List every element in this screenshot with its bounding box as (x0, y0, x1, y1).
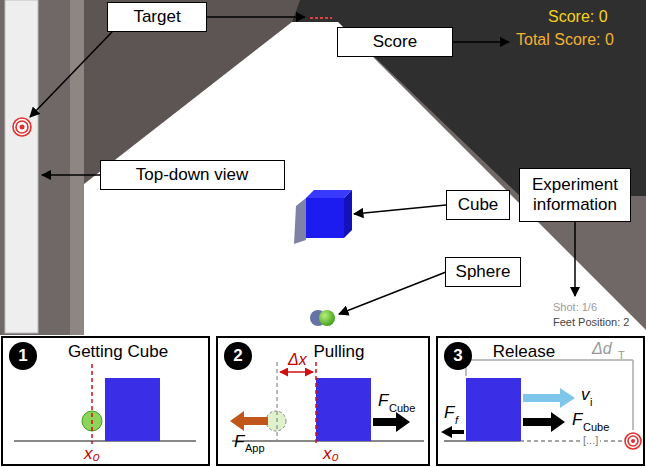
callout-box: Sphere (445, 257, 521, 287)
position-symbol: x₀ (323, 445, 339, 464)
panel3-figure (628, 436, 638, 446)
panel-background (0, 335, 646, 467)
panel3-figure (441, 360, 641, 449)
top-down-map (5, 0, 38, 333)
panel2-figure (373, 412, 410, 432)
panel3-figure (625, 433, 641, 449)
top-down-map (20, 125, 25, 130)
step-panel: Release3 (436, 336, 645, 466)
panel-background (0, 335, 646, 467)
total-score-text: Total Score: 0 (516, 31, 614, 49)
callout-box: Target (107, 2, 207, 32)
displacement-symbol: Δx (288, 351, 307, 369)
panel3-figure (523, 412, 565, 432)
callout-box: Experiment information (519, 168, 631, 222)
ellipsis-label: [...] (581, 434, 600, 446)
score-text: Score: 0 (548, 8, 608, 26)
step-number-text: 1 (9, 342, 37, 370)
number-disc (9, 342, 37, 370)
velocity-subscript: i (590, 396, 592, 408)
position-symbol: x₀ (84, 445, 100, 464)
callout-text: Top-down view (136, 165, 248, 185)
panel3-figure (441, 426, 464, 438)
panel2-figure (230, 411, 268, 431)
panel2-figure (316, 378, 371, 441)
callout-text: Score (373, 32, 417, 52)
leader-arrow (574, 222, 576, 296)
force-symbol: F (234, 433, 244, 452)
force-symbol: F (572, 411, 582, 430)
velocity-symbol: v (581, 386, 590, 405)
leader-arrow (354, 205, 446, 214)
panel2-figure (276, 362, 277, 440)
callout-box: Score (337, 27, 453, 57)
cube-object (306, 190, 352, 198)
callout-box: Cube (446, 190, 510, 220)
top-down-map (13, 118, 31, 136)
top-down-map (5, 0, 38, 333)
panel2-figure (230, 362, 424, 444)
leader-arrow (30, 32, 112, 117)
game-scene (70, 0, 84, 335)
force-symbol: F (444, 404, 454, 423)
callout-text: Target (133, 7, 180, 27)
panel3-figure (466, 378, 521, 441)
sphere-object (319, 310, 335, 326)
panel2-figure (266, 411, 286, 431)
panel2-figure (280, 371, 313, 373)
panel3-figure (523, 388, 575, 408)
cube-object (294, 198, 306, 244)
callout-text: Sphere (456, 262, 511, 282)
top-down-map (16, 121, 28, 133)
game-scene (0, 0, 646, 335)
step-number: 2 (224, 342, 252, 370)
distance-symbol: Δd (592, 340, 612, 358)
shot-counter: Shot: 1/6 (553, 301, 597, 313)
force-symbol: F (378, 392, 388, 411)
cube-object (344, 190, 352, 238)
step-number: 3 (444, 342, 472, 370)
sphere-object (310, 310, 335, 326)
number-disc (444, 342, 472, 370)
panel-title: Pulling (239, 342, 439, 362)
force-subscript: Cube (389, 402, 415, 414)
cube-object (294, 190, 352, 244)
panel2-figure (315, 362, 317, 444)
leader-arrow (42, 174, 100, 176)
game-scene (0, 0, 646, 335)
step-number-text: 3 (444, 342, 472, 370)
distance-subscript: T (618, 349, 625, 361)
panel-title: Getting Cube (18, 342, 218, 362)
leader-arrow (30, 17, 575, 314)
corridor-target (310, 17, 332, 19)
force-subscript: Cube (583, 421, 609, 433)
leader-arrow (339, 272, 446, 314)
leader-arrow (207, 16, 305, 18)
force-subscript: f (455, 414, 458, 426)
panel1-figure (91, 364, 93, 444)
panel1-figure (105, 378, 160, 441)
panel1-figure (14, 364, 196, 444)
corridor-target (310, 18, 332, 19)
panel3-figure (631, 439, 635, 443)
panel3-figure (632, 360, 634, 430)
number-disc (224, 342, 252, 370)
leader-arrow (453, 41, 509, 43)
cube-object (306, 198, 344, 238)
callout-text: Experiment information (526, 175, 624, 214)
callout-text: Cube (458, 195, 499, 215)
feet-position: Feet Position: 2 (553, 316, 629, 328)
panel3-figure (520, 440, 625, 442)
step-panel: Getting Cube1 (1, 336, 210, 466)
step-number-text: 2 (224, 342, 252, 370)
game-scene (70, 22, 646, 335)
callout-box: Top-down view (100, 160, 285, 190)
force-subscript: App (245, 442, 265, 454)
step-number: 1 (9, 342, 37, 370)
